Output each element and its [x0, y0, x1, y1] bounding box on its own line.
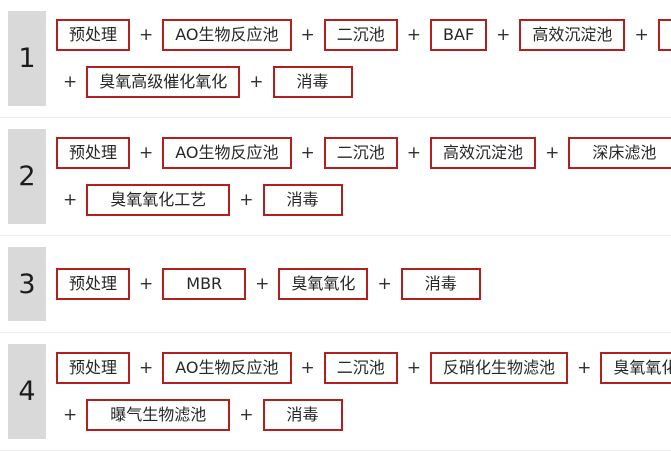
process-step-box: 二沉池	[323, 137, 398, 169]
process-step-box: 臭氧氧化工艺	[86, 184, 231, 216]
process-step-box: 二沉池	[323, 352, 398, 384]
plus-sign: +	[496, 25, 511, 45]
plus-sign: +	[577, 358, 592, 378]
flow-line: 预处理 + MBR + 臭氧氧化 + 消毒	[56, 268, 481, 300]
process-step-box: 预处理	[56, 137, 131, 169]
row-number: 4	[8, 344, 46, 439]
process-step-box: 臭氧高级催化氧化	[86, 66, 241, 98]
process-step-box: 臭氧氧化	[278, 268, 369, 300]
row-number: 2	[8, 129, 46, 224]
flow-line: + 曝气生物滤池 + 消毒	[61, 399, 671, 431]
process-step-box: 消毒	[262, 399, 343, 431]
process-row-1: 1 预处理 + AO生物反应池 + 二沉池 + BAF + 高效沉淀池 + V型…	[0, 0, 671, 118]
row-content: 预处理 + AO生物反应池 + 二沉池 + BAF + 高效沉淀池 + V型滤池…	[56, 11, 671, 106]
flow-line: + 臭氧氧化工艺 + 消毒	[61, 184, 671, 216]
flow-line: 预处理 + AO生物反应池 + 二沉池 + BAF + 高效沉淀池 + V型滤池	[56, 19, 671, 51]
process-step-box: 反硝化生物滤池	[430, 352, 569, 384]
plus-sign: +	[249, 72, 264, 92]
process-step-box: 消毒	[262, 184, 343, 216]
plus-sign: +	[139, 358, 154, 378]
flow-line: 预处理 + AO生物反应池 + 二沉池 + 反硝化生物滤池 + 臭氧氧化工艺	[56, 352, 671, 384]
process-step-box: 臭氧氧化工艺	[600, 352, 671, 384]
process-step-box: 高效沉淀池	[430, 137, 537, 169]
process-step-box: 消毒	[272, 66, 353, 98]
process-step-box: AO生物反应池	[162, 137, 292, 169]
process-step-box: 预处理	[56, 352, 131, 384]
process-step-box: V型滤池	[657, 19, 671, 51]
plus-sign: +	[300, 143, 315, 163]
process-step-box: 二沉池	[323, 19, 398, 51]
plus-sign: +	[634, 25, 649, 45]
plus-sign: +	[63, 72, 78, 92]
plus-sign: +	[139, 25, 154, 45]
row-number: 3	[8, 247, 46, 321]
flow-line: 预处理 + AO生物反应池 + 二沉池 + 高效沉淀池 + 深床滤池	[56, 137, 671, 169]
plus-sign: +	[139, 143, 154, 163]
flow-line: + 臭氧高级催化氧化 + 消毒	[61, 66, 671, 98]
process-step-box: 高效沉淀池	[519, 19, 626, 51]
plus-sign: +	[255, 274, 270, 294]
plus-sign: +	[239, 405, 254, 425]
process-row-3: 3 预处理 + MBR + 臭氧氧化 + 消毒	[0, 236, 671, 333]
plus-sign: +	[300, 358, 315, 378]
process-step-box: MBR	[162, 268, 247, 300]
process-step-box: BAF	[430, 19, 488, 51]
plus-sign: +	[300, 25, 315, 45]
row-content: 预处理 + AO生物反应池 + 二沉池 + 反硝化生物滤池 + 臭氧氧化工艺 +…	[56, 344, 671, 439]
plus-sign: +	[139, 274, 154, 294]
process-step-box: 消毒	[400, 268, 481, 300]
row-number: 1	[8, 11, 46, 106]
row-content: 预处理 + AO生物反应池 + 二沉池 + 高效沉淀池 + 深床滤池 + 臭氧氧…	[56, 129, 671, 224]
plus-sign: +	[239, 190, 254, 210]
plus-sign: +	[406, 25, 422, 45]
process-step-box: AO生物反应池	[162, 352, 292, 384]
process-step-box: 曝气生物滤池	[86, 399, 231, 431]
process-row-2: 2 预处理 + AO生物反应池 + 二沉池 + 高效沉淀池 + 深床滤池 + 臭…	[0, 118, 671, 236]
plus-sign: +	[406, 358, 422, 378]
plus-sign: +	[377, 274, 392, 294]
process-step-box: AO生物反应池	[162, 19, 292, 51]
plus-sign: +	[63, 190, 78, 210]
process-step-box: 预处理	[56, 268, 131, 300]
plus-sign: +	[545, 143, 560, 163]
row-content: 预处理 + MBR + 臭氧氧化 + 消毒	[56, 247, 481, 321]
plus-sign: +	[406, 143, 422, 163]
process-row-4: 4 预处理 + AO生物反应池 + 二沉池 + 反硝化生物滤池 + 臭氧氧化工艺…	[0, 333, 671, 451]
process-step-box: 预处理	[56, 19, 131, 51]
plus-sign: +	[63, 405, 78, 425]
process-step-box: 深床滤池	[568, 137, 671, 169]
